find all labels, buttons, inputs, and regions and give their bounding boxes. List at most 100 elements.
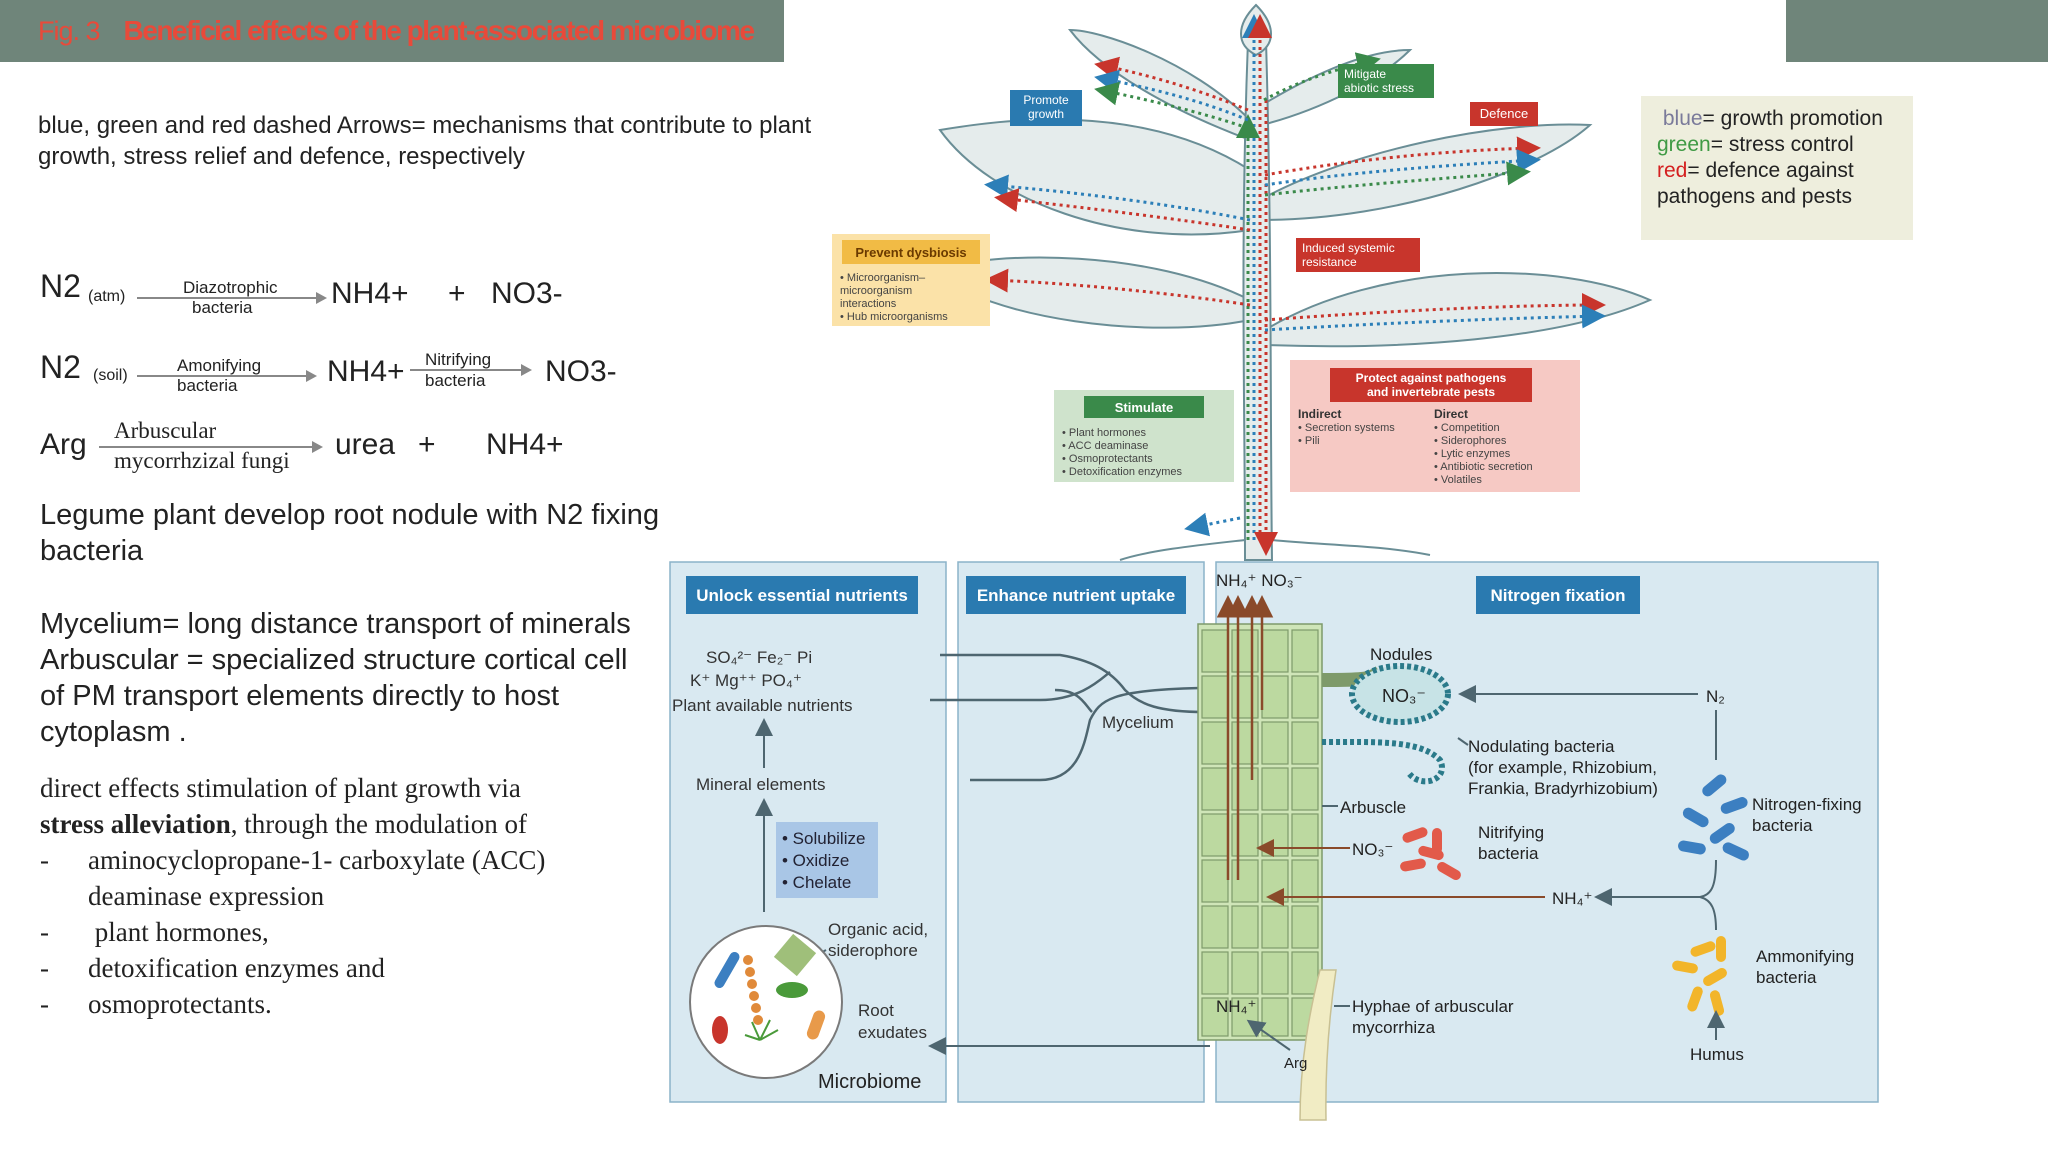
eq3-arrow — [99, 446, 313, 448]
microbiome-circle — [689, 925, 843, 1079]
list-item: - plant hormones, — [40, 917, 269, 947]
nodulating-label: Nodulating bacteria — [1468, 737, 1615, 756]
svg-text:• Osmoprotectants: • Osmoprotectants — [1062, 453, 1153, 465]
eq3-arrow-bottom: mycorrhzizal fungi — [114, 448, 290, 473]
nfix-bacteria-label-2: bacteria — [1752, 816, 1813, 835]
svg-text:growth: growth — [1028, 107, 1064, 121]
leaf-right-lower — [1264, 271, 1653, 348]
nutrients-top: SO₄²⁻ Fe₂⁻ Pi — [706, 648, 812, 667]
nodulating-label-2: (for example, Rhizobium, — [1468, 758, 1657, 777]
box-protect: Protect against pathogens and invertebra… — [1290, 360, 1580, 492]
label-mitigate: Mitigate abiotic stress — [1338, 64, 1434, 98]
eq1-lhs-sub: (atm) — [88, 288, 126, 305]
svg-text:• Chelate: • Chelate — [782, 873, 851, 892]
plant-available-label: Plant available nutrients — [672, 696, 853, 715]
hyphae-label-2: mycorrhiza — [1352, 1018, 1436, 1037]
svg-text:• Siderophores: • Siderophores — [1434, 435, 1507, 447]
box-solubilize: • Solubilize • Oxidize • Chelate — [776, 822, 878, 898]
svg-text:• Solubilize: • Solubilize — [782, 829, 865, 848]
mycelium-text: Mycelium= long distance transport of min… — [40, 606, 680, 750]
nutrients-mid: K⁺ Mg⁺⁺ PO₄⁺ — [690, 671, 802, 690]
eq3-plus: + — [418, 428, 436, 461]
roots-top — [1119, 539, 1431, 561]
bud-top — [1240, 3, 1272, 57]
root-exudates-label-2: exudates — [858, 1023, 927, 1042]
nh4-no3-top-label: NH₄⁺ NO₃⁻ — [1216, 571, 1303, 590]
svg-text:• ACC deaminase: • ACC deaminase — [1062, 440, 1148, 452]
leaf-left-large — [938, 118, 1251, 236]
eq1-lhs: N2 — [40, 268, 81, 304]
eq2-arrow-2 — [410, 369, 522, 371]
eq1-plus: + — [448, 277, 466, 310]
header-nfix: Nitrogen fixation — [1476, 576, 1640, 614]
list-item: -osmoprotectants. — [40, 989, 272, 1019]
direct-effects-line: direct effects stimulation of plant grow… — [40, 773, 521, 803]
siderophore-label: siderophore — [828, 941, 918, 960]
header-enhance: Enhance nutrient uptake — [966, 576, 1186, 614]
svg-text:interactions: interactions — [840, 298, 897, 310]
mycelium-lines — [930, 653, 1206, 782]
svg-text:• Competition: • Competition — [1434, 422, 1500, 434]
direct-effects-text: direct effects stimulation of plant grow… — [40, 770, 680, 1022]
eq2-lhs: N2 — [40, 349, 81, 385]
stress-alleviation: stress alleviation — [40, 809, 231, 839]
ammonifying-label-2: bacteria — [1756, 968, 1817, 987]
eq2-arrow2-top: Nitrifying — [425, 350, 492, 369]
direct-effects-line-2: stress alleviation, through the modulati… — [40, 809, 527, 839]
microbiome-label: Microbiome — [818, 1071, 921, 1093]
root-cells — [1197, 595, 1323, 1041]
no3-left-label: NO₃⁻ — [1352, 840, 1393, 859]
svg-text:Induced systemic: Induced systemic — [1302, 241, 1395, 255]
eq2-arrow — [137, 375, 307, 377]
svg-text:• Secretion systems: • Secretion systems — [1298, 422, 1395, 434]
eq2-arrow-top: Amonifying — [177, 356, 262, 375]
no3-nodule-label: NO₃⁻ — [1382, 686, 1426, 706]
box-stimulate: Stimulate • Plant hormones • ACC deamina… — [1054, 390, 1234, 482]
svg-text:• Antibiotic secretion: • Antibiotic secretion — [1434, 461, 1533, 473]
svg-text:Defence: Defence — [1480, 106, 1528, 121]
arbuscle-label: Arbuscle — [1340, 798, 1406, 817]
eq2-arrow-bottom: bacteria — [177, 376, 238, 395]
svg-text:• Oxidize: • Oxidize — [782, 851, 849, 870]
corner-decoration — [1786, 0, 2048, 62]
svg-text:Indirect: Indirect — [1298, 407, 1341, 421]
svg-text:• Pili: • Pili — [1298, 435, 1320, 447]
svg-text:• Volatiles: • Volatiles — [1434, 474, 1482, 486]
eq1-arrow-bottom: bacteria — [192, 298, 253, 317]
svg-text:microorganism: microorganism — [840, 285, 912, 297]
legend-green-key: green — [1657, 133, 1711, 156]
eq3-lhs: Arg — [40, 428, 87, 461]
eq2-product-2: NO3- — [545, 355, 617, 388]
eq3-product-1: urea — [335, 428, 396, 461]
n2-label: N₂ — [1706, 687, 1725, 706]
organic-acid-label: Organic acid, — [828, 920, 928, 939]
svg-text:Mitigate: Mitigate — [1344, 67, 1386, 81]
label-induced-resistance: Induced systemic resistance — [1296, 238, 1420, 272]
svg-text:and invertebrate pests: and invertebrate pests — [1367, 385, 1495, 399]
panel-enhance — [957, 561, 1205, 1103]
humus-label: Humus — [1690, 1045, 1744, 1064]
arg-label: Arg — [1284, 1055, 1307, 1072]
hyphae — [1299, 969, 1337, 1121]
nodules-label: Nodules — [1370, 645, 1432, 664]
svg-text:Prevent dysbiosis: Prevent dysbiosis — [855, 245, 966, 260]
eq1-product-1: NH4+ — [331, 277, 409, 310]
eq3-product-2: NH4+ — [486, 428, 564, 461]
eq2-arrow-head — [306, 370, 317, 382]
eq2-arrow2-head — [521, 364, 532, 376]
mycelium-line: Arbuscular = specialized structure corti… — [40, 644, 628, 676]
list-item: -detoxification enzymes and — [40, 953, 385, 983]
svg-text:Stimulate: Stimulate — [1115, 400, 1174, 415]
eq2-product-1: NH4+ — [327, 355, 405, 388]
svg-text:Nitrogen fixation: Nitrogen fixation — [1490, 586, 1625, 605]
eq3-arrow-head — [312, 441, 323, 453]
eq1-product-2: NO3- — [491, 277, 563, 310]
nodulating-label-3: Frankia, Bradyrhizobium) — [1468, 779, 1658, 798]
label-defence: Defence — [1470, 102, 1538, 126]
box-prevent-dysbiosis: Prevent dysbiosis • Microorganism– micro… — [832, 234, 990, 326]
microbiome-figure: Promote growth Mitigate abiotic stress D… — [669, 3, 1879, 1121]
intro-text: blue, green and red dashed Arrows= mecha… — [38, 112, 812, 170]
legend-red-key: red — [1657, 159, 1688, 182]
label-promote-growth: Promote growth — [1010, 90, 1082, 126]
svg-text:Unlock essential nutrients: Unlock essential nutrients — [696, 586, 908, 605]
